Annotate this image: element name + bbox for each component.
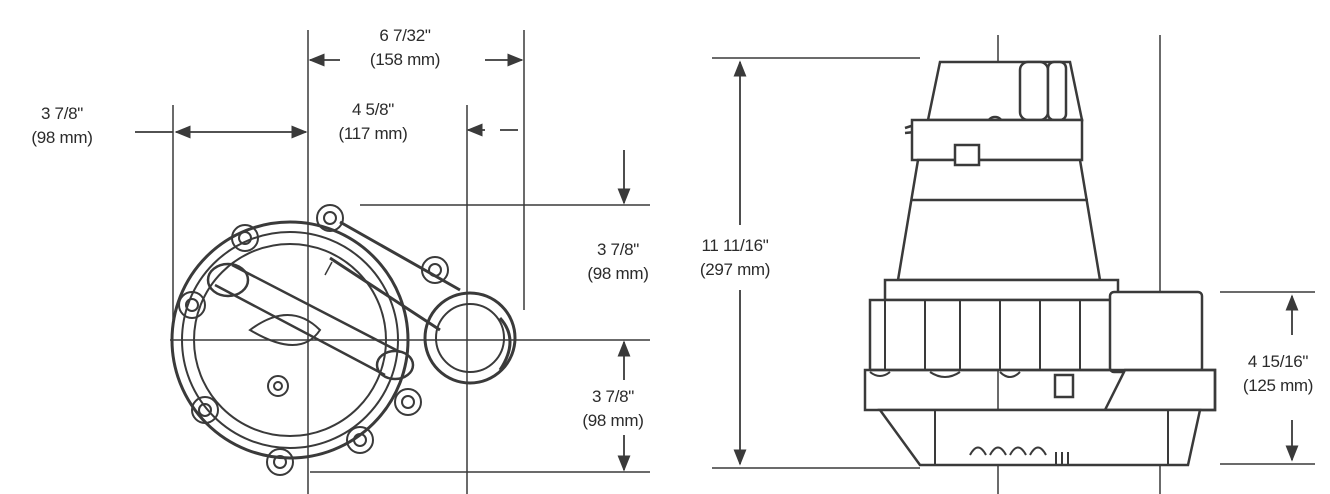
dimension-mid-offset: 4 5/8" (117 mm) — [318, 98, 428, 146]
dimension-left-offset: 3 7/8" (98 mm) — [12, 102, 112, 150]
dimension-metric: (98 mm) — [587, 264, 649, 283]
dimension-imperial: 3 7/8" — [40, 104, 84, 123]
dimension-outlet-height: 4 15/16" (125 mm) — [1228, 350, 1328, 398]
dimension-lower-depth: 3 7/8" (98 mm) — [563, 385, 663, 433]
top-view-dimension-arrows — [135, 53, 631, 472]
dimension-metric: (117 mm) — [338, 124, 408, 143]
dimension-total-height: 11 11/16" (297 mm) — [680, 234, 790, 282]
dimension-metric: (297 mm) — [699, 260, 771, 279]
dimension-metric: (125 mm) — [1242, 376, 1314, 395]
dimension-imperial: 4 15/16" — [1247, 352, 1309, 371]
dimension-imperial: 6 7/32" — [379, 26, 431, 45]
dimension-top-width: 6 7/32" (158 mm) — [345, 24, 465, 72]
dimension-imperial: 11 11/16" — [701, 236, 769, 255]
top-view-drawing — [170, 30, 650, 494]
dimension-imperial: 3 7/8" — [591, 387, 635, 406]
dimension-upper-depth: 3 7/8" (98 mm) — [568, 238, 668, 286]
dimension-metric: (158 mm) — [369, 50, 441, 69]
side-view-dimension-arrows — [733, 60, 1299, 466]
dimension-imperial: 4 5/8" — [351, 100, 395, 119]
dimension-metric: (98 mm) — [582, 411, 644, 430]
dimension-imperial: 3 7/8" — [596, 240, 640, 259]
side-view-drawing — [712, 35, 1315, 494]
dimension-metric: (98 mm) — [31, 128, 93, 147]
